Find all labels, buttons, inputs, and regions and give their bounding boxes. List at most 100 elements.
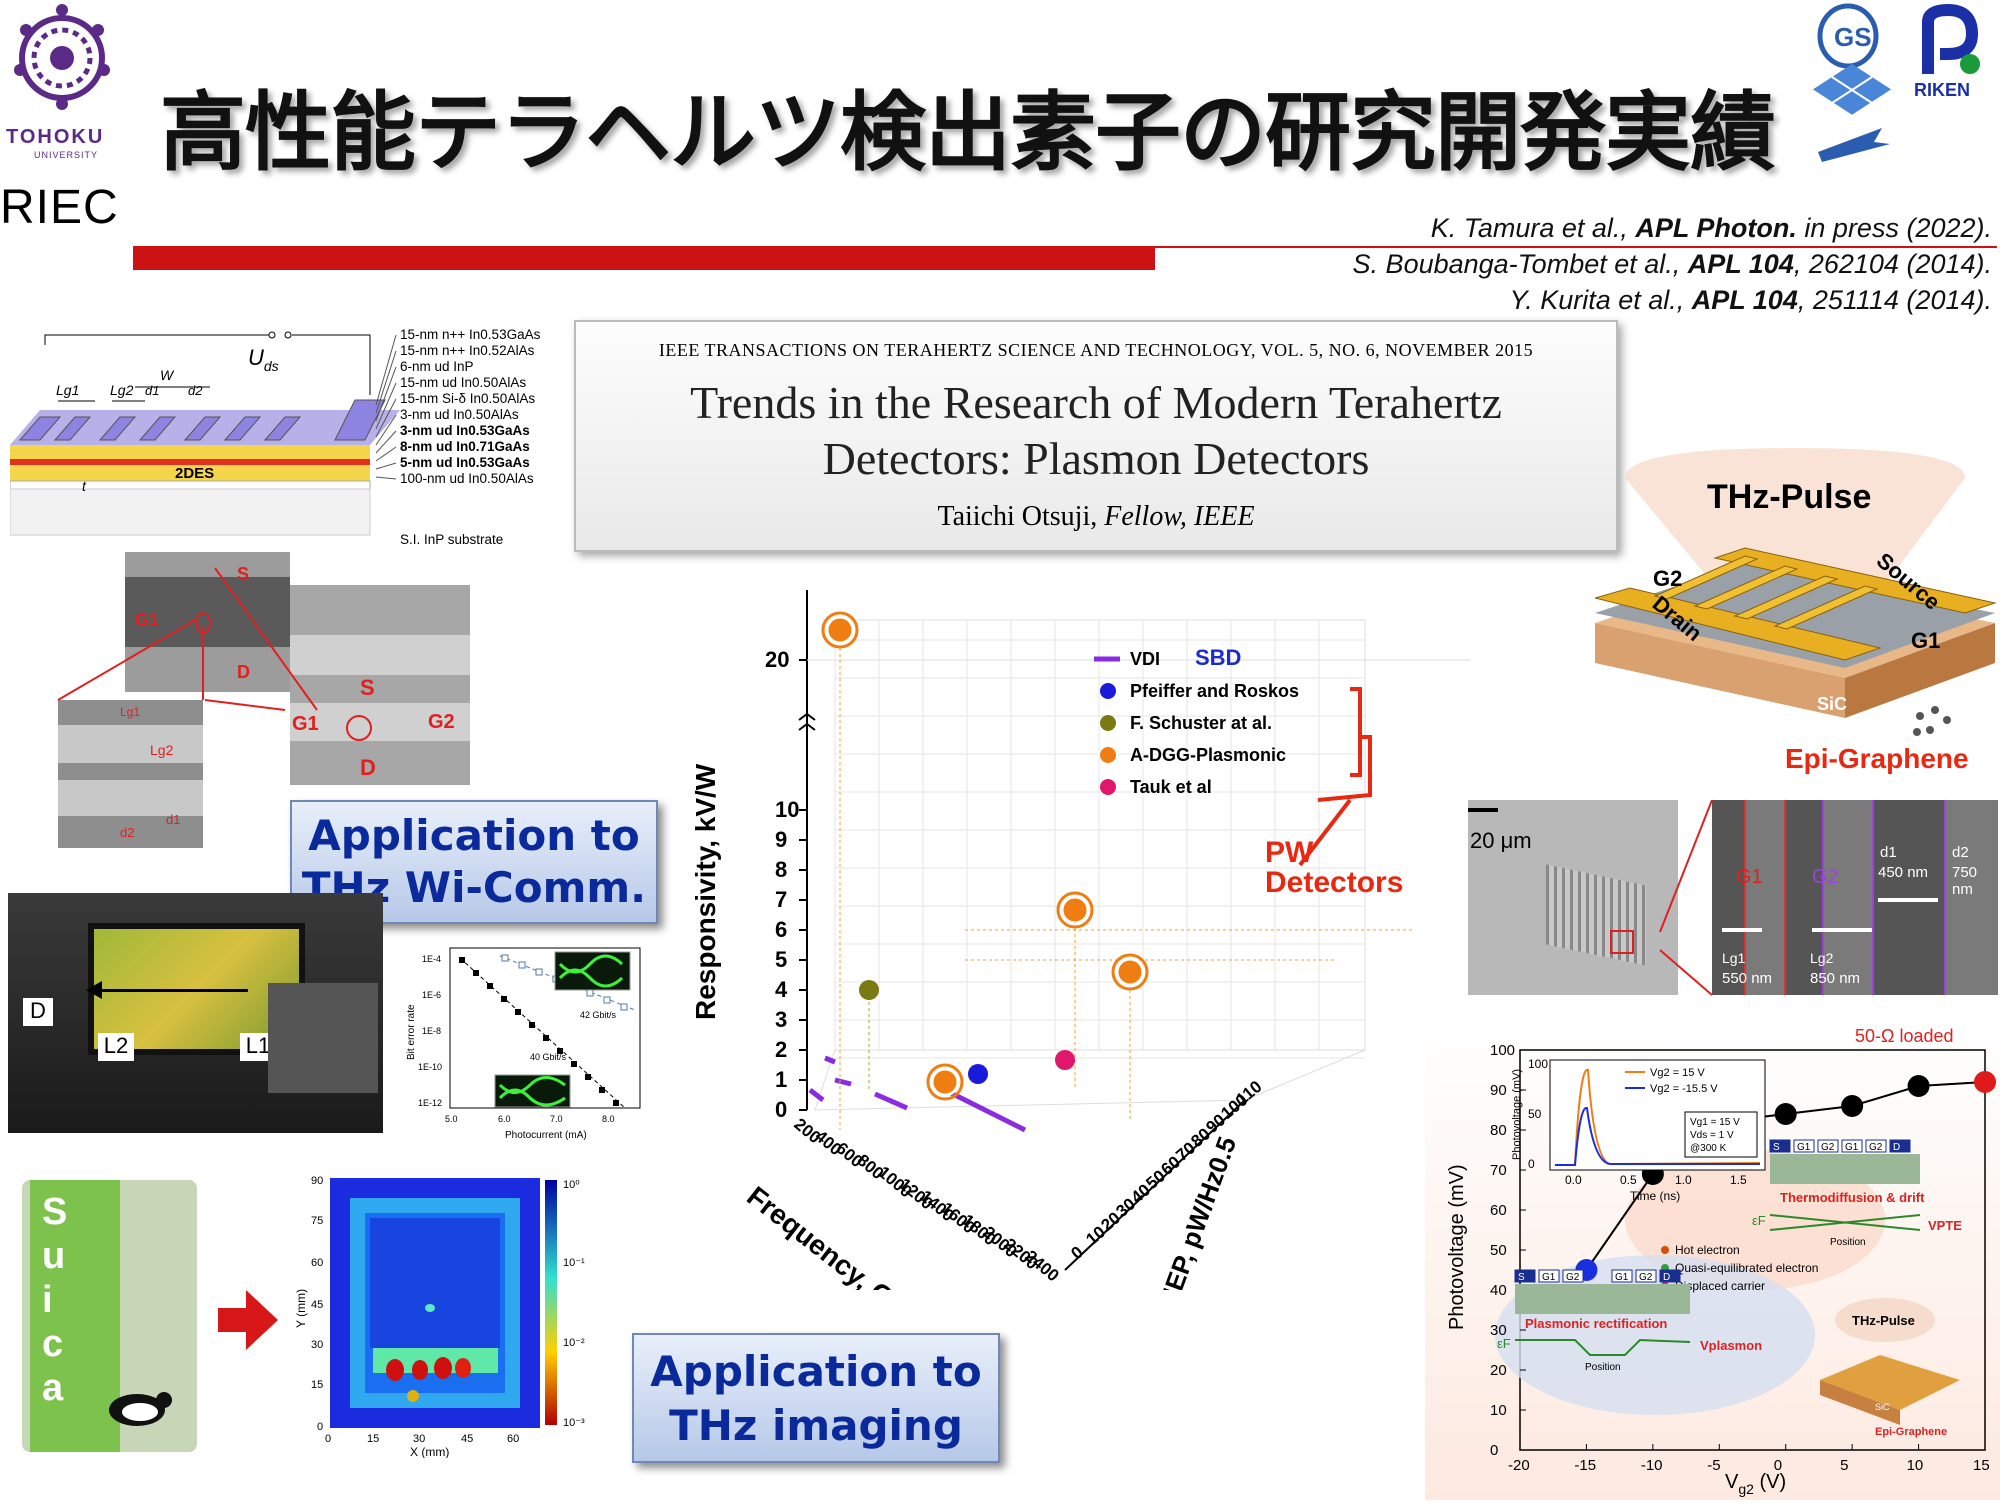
epi-graphene-device-figure: THz-Pulse Drain Source G2 G1 SiC Epi-Gra… bbox=[1593, 448, 2000, 788]
sem-zoom-box bbox=[1610, 930, 1634, 954]
ber-point-40g bbox=[613, 1100, 619, 1106]
stack-layer-label: 8-nm ud In0.71GaAs bbox=[400, 439, 530, 454]
thz-ytick: 15 bbox=[311, 1379, 323, 1391]
paper-citation-box: IEEE TRANSACTIONS ON TERAHERTZ SCIENCE A… bbox=[574, 320, 1618, 552]
sem-lg2-text: Lg2 bbox=[1810, 950, 1834, 966]
pfeiffer-point bbox=[968, 1064, 988, 1084]
ber-point-40g bbox=[529, 1022, 535, 1028]
mech-hot-label: Hot electron bbox=[1675, 1243, 1740, 1257]
thz-ytick: 30 bbox=[311, 1339, 323, 1351]
sem-zoom-connector-lines bbox=[57, 567, 318, 711]
inset-curve-blue bbox=[1555, 1106, 1760, 1166]
ber-chart: Bit error rate Photocurrent (mA) 1E-4 1E… bbox=[400, 940, 650, 1141]
sem-lg1-text: Lg1 bbox=[1722, 950, 1746, 966]
electrode-box bbox=[1514, 1269, 1536, 1283]
thermo-label: Thermodiffusion & drift bbox=[1780, 1190, 1925, 1205]
electrode-box bbox=[1635, 1269, 1657, 1283]
x-axis-label: Vg2 (V) bbox=[1725, 1471, 1786, 1497]
stack-layer-label: 15-nm n++ In0.53GaAs bbox=[400, 327, 541, 342]
tohoku-university-logo: TOHOKU UNIVERSITY bbox=[0, 0, 125, 185]
x-tick-label: 2400 bbox=[1021, 1247, 1062, 1286]
setup-d-label: D bbox=[23, 998, 53, 1026]
adgg-point-outline bbox=[1056, 891, 1094, 929]
ber-point-40g bbox=[487, 983, 493, 989]
ber-point-42g bbox=[620, 1003, 628, 1011]
y-tick-label: 1 bbox=[775, 1067, 787, 1092]
thz-ytick: 60 bbox=[311, 1257, 323, 1269]
schuster-point bbox=[859, 980, 879, 1000]
inset-condition: Vg1 = 15 V bbox=[1690, 1117, 1740, 1128]
legend-label: VDI bbox=[1130, 649, 1160, 669]
paper-title-line-1: Trends in the Research of Modern Teraher… bbox=[690, 377, 1502, 428]
legend-marker bbox=[1100, 779, 1116, 795]
ber-point-40g bbox=[557, 1048, 563, 1054]
riken-logo-text: RIKEN bbox=[1914, 80, 1971, 100]
application-imaging-callout: Application to THz imaging bbox=[632, 1333, 1000, 1463]
reference-details: , 251114 (2014). bbox=[1797, 285, 1992, 315]
legend-marker-ring bbox=[1098, 745, 1118, 765]
y-tick-label: 9 bbox=[775, 827, 787, 852]
thermo-bg bbox=[1625, 1150, 1885, 1290]
pw-label-line-2: Detectors bbox=[1265, 866, 1404, 899]
vdi-segment bbox=[943, 1087, 1027, 1133]
pw-bracket bbox=[1317, 687, 1372, 802]
reference-authors: Y. Kurita et al., bbox=[1509, 285, 1692, 315]
cbar-tick: 10⁰ bbox=[563, 1179, 580, 1191]
reference-1: K. Tamura et al., APL Photon. in press (… bbox=[1431, 213, 1992, 244]
sem-lg2-value: 850 nm bbox=[1810, 970, 1861, 987]
stack-layer-label: 6-nm ud InP bbox=[400, 359, 474, 374]
sem-d1-text: d1 bbox=[1880, 844, 1897, 861]
sem-d2-label: D bbox=[360, 755, 376, 780]
electrode-box bbox=[1562, 1269, 1584, 1283]
riec-logo: RIEC bbox=[0, 181, 119, 234]
scale-bar bbox=[1468, 808, 1498, 812]
page-title: 高性能テラヘルツ検出素子の研究開発実績 bbox=[160, 83, 1776, 183]
mini-device bbox=[1820, 1355, 1960, 1410]
sem-lg1-value: 550 nm bbox=[1722, 970, 1773, 987]
thz-xtick: 15 bbox=[367, 1433, 379, 1445]
y-tick-label: 20 bbox=[1490, 1362, 1507, 1379]
adgg-point bbox=[1060, 895, 1090, 925]
ber-ytick: 1E-4 bbox=[422, 954, 441, 964]
thz-xtick: 30 bbox=[413, 1433, 425, 1445]
suica-card-photo: Suica bbox=[22, 1180, 197, 1452]
y-tick-label: 80 bbox=[1490, 1122, 1507, 1139]
mech-displaced-label: Displaced carrier bbox=[1675, 1279, 1765, 1293]
x-tick-label: 10 bbox=[1907, 1457, 1924, 1474]
legend-label: Pfeiffer and Roskos bbox=[1130, 681, 1299, 701]
ber-label-42: 42 Gbit/s bbox=[580, 1010, 617, 1020]
y-tick-label: 0 bbox=[775, 1097, 787, 1122]
mini-pulse-label: THz-Pulse bbox=[1852, 1313, 1915, 1328]
ber-point-42g bbox=[518, 961, 526, 969]
ber-point-40g bbox=[515, 1009, 521, 1015]
lg1-label: Lg1 bbox=[56, 382, 79, 398]
y-tick-label: 3 bbox=[775, 1007, 787, 1032]
electrode-label: G1 bbox=[1615, 1272, 1629, 1283]
paper-author: Taiichi Otsuji, Fellow, IEEE bbox=[576, 501, 1616, 533]
sem-g2-label: G2 bbox=[428, 711, 455, 733]
y-tick-label: 30 bbox=[1490, 1322, 1507, 1339]
thz-xtick: 0 bbox=[325, 1433, 331, 1445]
adgg-point-outline bbox=[1111, 953, 1149, 991]
pw-pointer bbox=[1298, 798, 1352, 867]
sem-lg2-label: Lg2 bbox=[150, 742, 174, 758]
adgg-point-outline bbox=[821, 611, 859, 649]
electrode-box bbox=[1769, 1139, 1791, 1153]
sem-electrode-top bbox=[290, 635, 470, 675]
sem-d2-value: 750 nm bbox=[1952, 864, 1978, 898]
x-label-unit: (V) bbox=[1754, 1471, 1786, 1493]
electrode-label: D bbox=[1893, 1142, 1900, 1153]
sem-lg1-label: Lg1 bbox=[120, 705, 141, 719]
sem-d1-label: d1 bbox=[166, 812, 181, 827]
data-point bbox=[1907, 1075, 1930, 1097]
thermo-position: Position bbox=[1830, 1237, 1866, 1248]
sem-g1-text: G1 bbox=[1736, 866, 1763, 888]
y-tick-label: 6 bbox=[775, 917, 787, 942]
sem-zoom-gate-2 bbox=[58, 780, 203, 816]
sem-d1-arrow bbox=[1878, 898, 1938, 902]
tohoku-logo-text: TOHOKU bbox=[6, 126, 105, 148]
graphene-sem-overview: 20 μm bbox=[1468, 800, 1678, 995]
thz-ytick: 90 bbox=[311, 1175, 323, 1187]
thermo-profile bbox=[1769, 1214, 1921, 1231]
electrode-label: S bbox=[1773, 1142, 1780, 1153]
